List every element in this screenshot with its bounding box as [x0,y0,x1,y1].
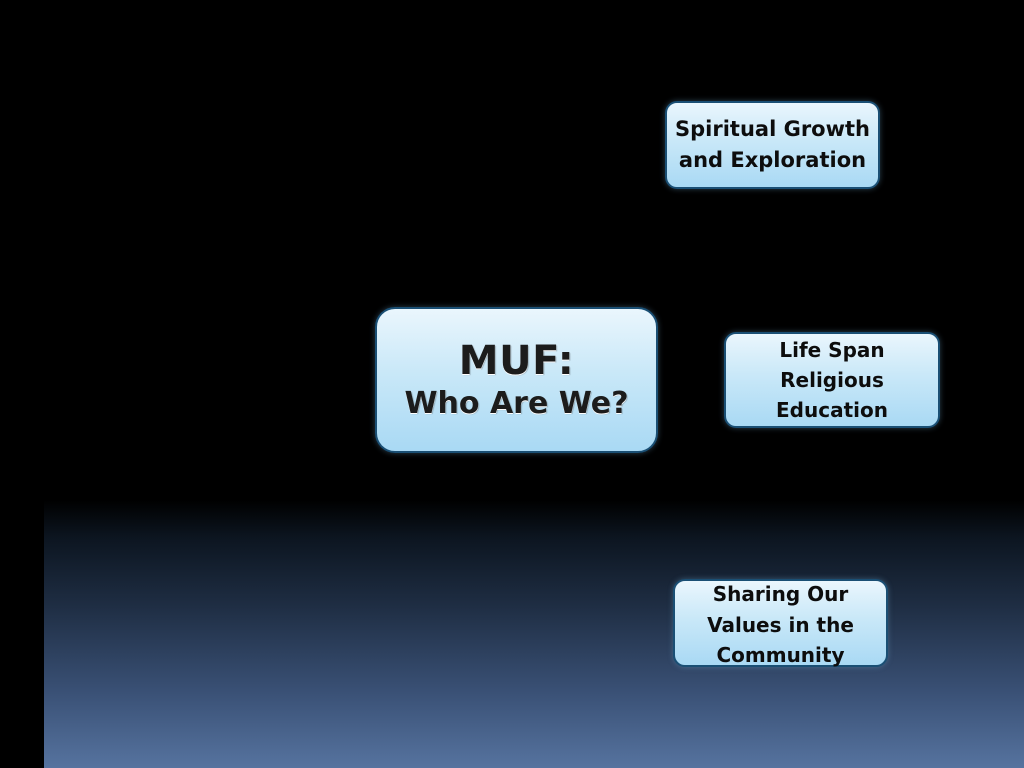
branch-node-line: Life Span [779,338,885,362]
branch-node-line: and Exploration [678,148,867,172]
central-node-title: MUF: [458,338,575,384]
branch-node-line: Community [716,643,845,667]
branch-node-spiritual-growth: Spiritual Growth and Exploration [665,101,880,189]
branch-node-religious-education: Life Span Religious Education [724,332,940,428]
branch-node-line: Education [776,398,888,422]
branch-node-line: Sharing Our [712,582,849,606]
branch-node-line: Religious [780,368,884,392]
central-node-subtitle: Who Are We? [404,386,629,421]
branch-node-line: Values in the [707,612,854,637]
branch-node-sharing-values: Sharing Our Values in the Community [673,579,888,667]
branch-node-line: Spiritual Growth [675,117,870,141]
central-node: MUF: Who Are We? [375,307,658,453]
